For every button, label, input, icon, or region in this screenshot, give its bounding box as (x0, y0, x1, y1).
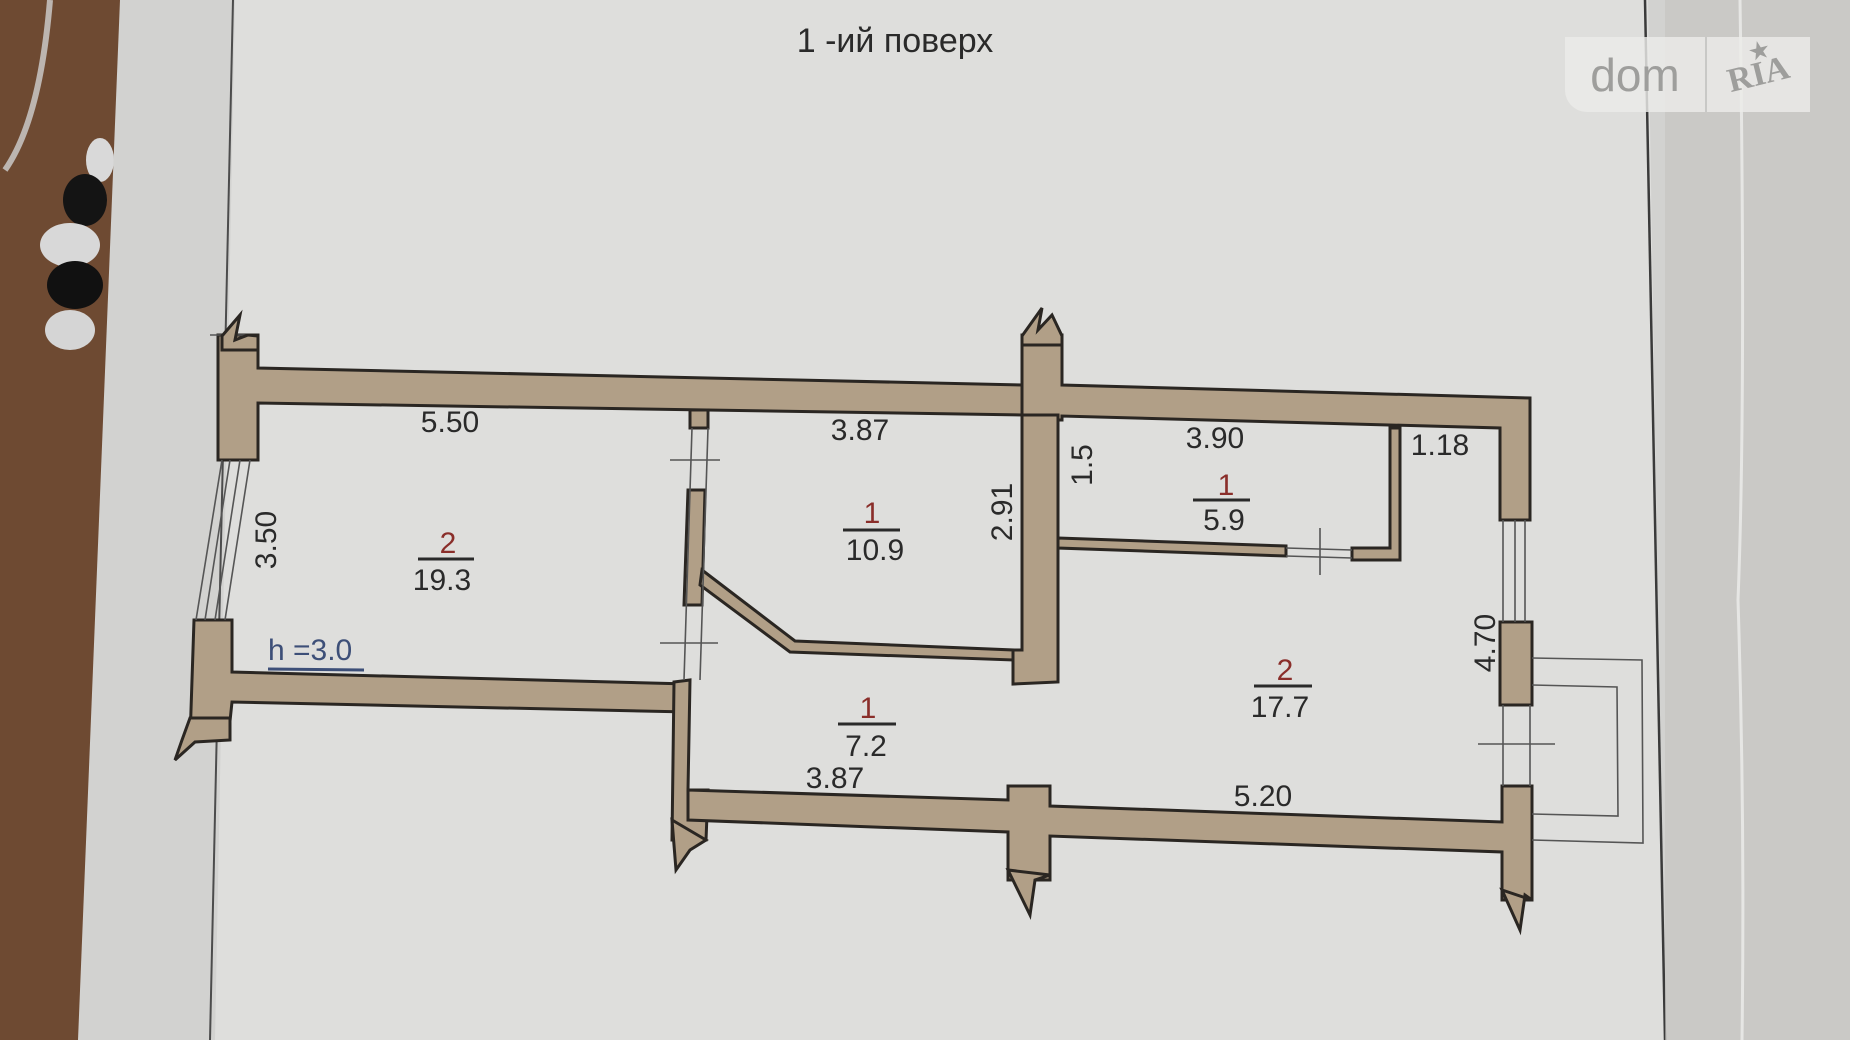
room-area: 10.9 (846, 534, 904, 567)
room-number: 1 (1218, 469, 1235, 502)
dimension-center-room-width: 3.87 (831, 414, 889, 447)
floor-title: 1 -ий поверх (797, 22, 994, 60)
room-area: 5.9 (1203, 504, 1245, 537)
dimension-center-room-depth: 2.91 (986, 483, 1019, 541)
paper-fold-line (1736, 0, 1745, 1040)
dimension-small-room-width: 3.90 (1186, 422, 1244, 455)
room-label-corridor: 1 7.2 (838, 692, 896, 763)
balcony-outline (1531, 657, 1644, 844)
room-label-left: 2 19.3 (413, 527, 474, 597)
watermark-ria-logo: ★ RIA (1699, 26, 1817, 124)
ceiling-height-label: h =3.0 (268, 634, 352, 667)
room-number: 2 (1277, 654, 1294, 687)
dimension-left-room-depth: 3.50 (250, 511, 283, 569)
room-label-right-large: 2 17.7 (1251, 654, 1312, 724)
room-number: 1 (864, 497, 881, 530)
room-number: 1 (860, 692, 877, 725)
room-number: 2 (440, 527, 457, 560)
dom-ria-watermark: dom ★ RIA (1565, 36, 1810, 112)
dimension-niche-width: 1.18 (1411, 429, 1469, 462)
paper-frame-right-line (1643, 0, 1667, 1040)
dimension-left-room-width: 5.50 (421, 406, 479, 439)
paper-right-edge (1665, 0, 1850, 1040)
openings (195, 427, 1555, 786)
room-area: 7.2 (845, 730, 887, 763)
dimension-right-room-bottom-width: 5.20 (1234, 780, 1292, 813)
paper-sheet-front (215, 0, 1665, 1040)
dimension-small-room-depth: 1.5 (1066, 444, 1099, 486)
room-area: 19.3 (413, 564, 471, 597)
dimension-corridor-bottom-width: 3.87 (806, 762, 864, 795)
wood-background (0, 0, 135, 1040)
ceiling-height-underline (267, 667, 365, 672)
walls (173, 307, 1534, 936)
room-label-small: 1 5.9 (1193, 469, 1250, 537)
watermark-dom-text: dom (1565, 37, 1707, 112)
room-label-center-top: 1 10.9 (843, 497, 904, 567)
dimension-right-room-depth: 4.70 (1469, 614, 1502, 672)
room-area: 17.7 (1251, 691, 1309, 724)
paper-frame-left-line (209, 0, 234, 1040)
glass-ornament-decoration (40, 138, 114, 350)
